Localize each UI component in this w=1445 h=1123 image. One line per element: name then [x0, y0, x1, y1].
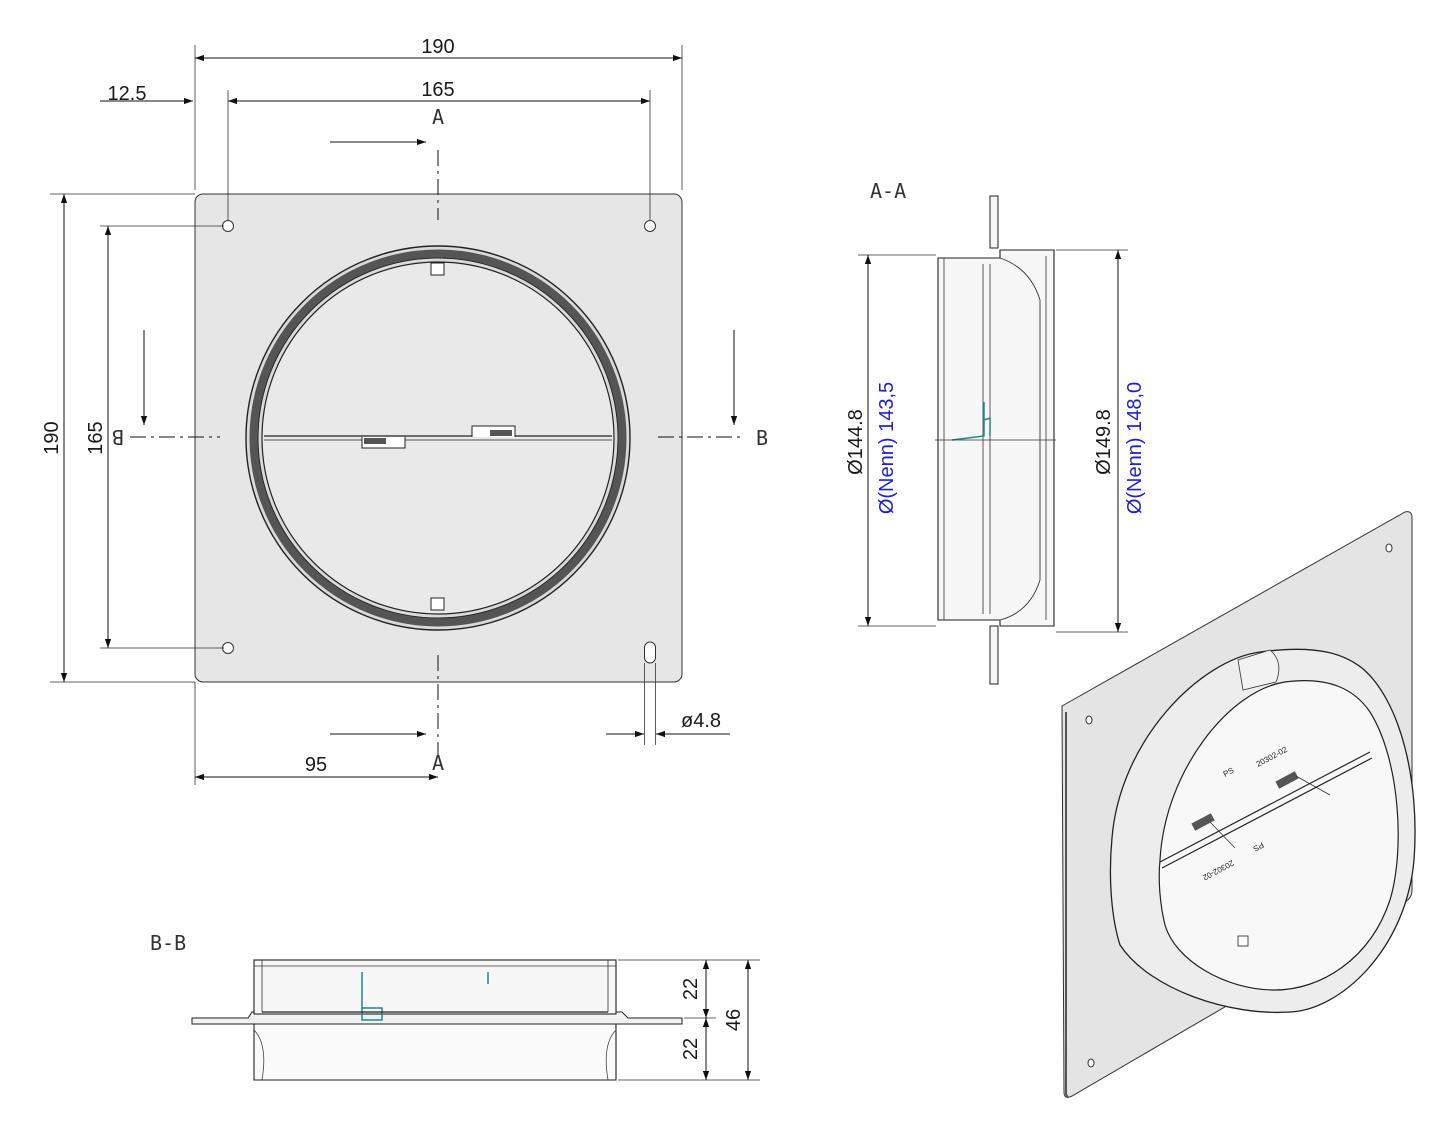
cut-label-b-left: B — [112, 425, 124, 449]
iso-hole-1 — [1085, 715, 1093, 725]
mounting-hole-bottom-left — [222, 642, 234, 654]
iso-ring-tab-bottom — [1237, 935, 1249, 947]
cut-label-b-right: B — [756, 426, 768, 450]
isometric-view: 20302-02 PS 20302-02 PS — [1061, 511, 1416, 1099]
cut-label-a-top: A — [432, 105, 444, 129]
front-view: A A B B 190 165 12.5 95 190 165 — [41, 36, 768, 785]
spigot-ring-inner — [261, 261, 615, 615]
nominal-outer-diameter: Ø(Nenn) 148,0 — [1124, 382, 1146, 514]
iso-spigot-opening — [1158, 680, 1399, 991]
section-bb-lower-spigot — [253, 1023, 617, 1081]
dim-hole-spacing-y: 165 — [85, 421, 107, 454]
dim-outer-diameter: Ø149.8 — [1093, 409, 1115, 475]
dim-width-190: 190 — [421, 36, 454, 58]
dim-hole-diameter: ø4.8 — [681, 710, 721, 732]
iso-hole-2 — [1385, 543, 1393, 553]
section-aa-flange — [989, 195, 999, 685]
dim-height-190: 190 — [41, 421, 63, 454]
dim-inner-diameter: Ø144.8 — [845, 409, 867, 475]
section-bb-title: B-B — [150, 931, 186, 955]
section-aa-damper-spring — [951, 402, 991, 441]
spigot-ring-band — [249, 249, 627, 627]
dim-lower-22: 22 — [680, 1038, 702, 1060]
section-aa-body — [937, 249, 1055, 627]
section-bb-damper-spring — [361, 972, 383, 1021]
nominal-inner-diameter: Ø(Nenn) 143,5 — [876, 382, 898, 514]
damper-spring-left — [361, 437, 406, 449]
section-bb-upper-spigot — [253, 959, 617, 1015]
ring-tab-bottom — [430, 597, 445, 611]
section-aa-title: A-A — [870, 179, 906, 203]
mounting-hole-top-right — [644, 220, 656, 232]
iso-hinge-right — [1275, 771, 1299, 789]
mounting-slot-bottom-right — [644, 641, 656, 664]
section-bb-view: B-B 22 22 46 — [150, 931, 760, 1081]
dim-total-46: 46 — [723, 1009, 745, 1031]
iso-damper-axis — [1159, 751, 1373, 869]
ring-tab-top — [430, 262, 445, 276]
iso-marking-4: PS — [1252, 840, 1266, 853]
iso-hinge-left — [1191, 813, 1215, 831]
section-aa-view: A-A Ø144.8 Ø(Nenn) 143,5 Ø149.8 Ø(Nenn) … — [845, 179, 1146, 685]
dim-hole-offset: 12.5 — [108, 83, 147, 105]
dim-hole-spacing-x: 165 — [421, 79, 454, 101]
mounting-hole-top-left — [222, 220, 234, 232]
iso-hole-3 — [1087, 1058, 1095, 1068]
dim-center-offset-95: 95 — [305, 754, 327, 776]
dim-upper-22: 22 — [680, 978, 702, 1000]
iso-marking-2: PS — [1222, 766, 1236, 779]
damper-spring-right — [471, 425, 516, 437]
cut-label-a-bottom: A — [432, 751, 444, 775]
